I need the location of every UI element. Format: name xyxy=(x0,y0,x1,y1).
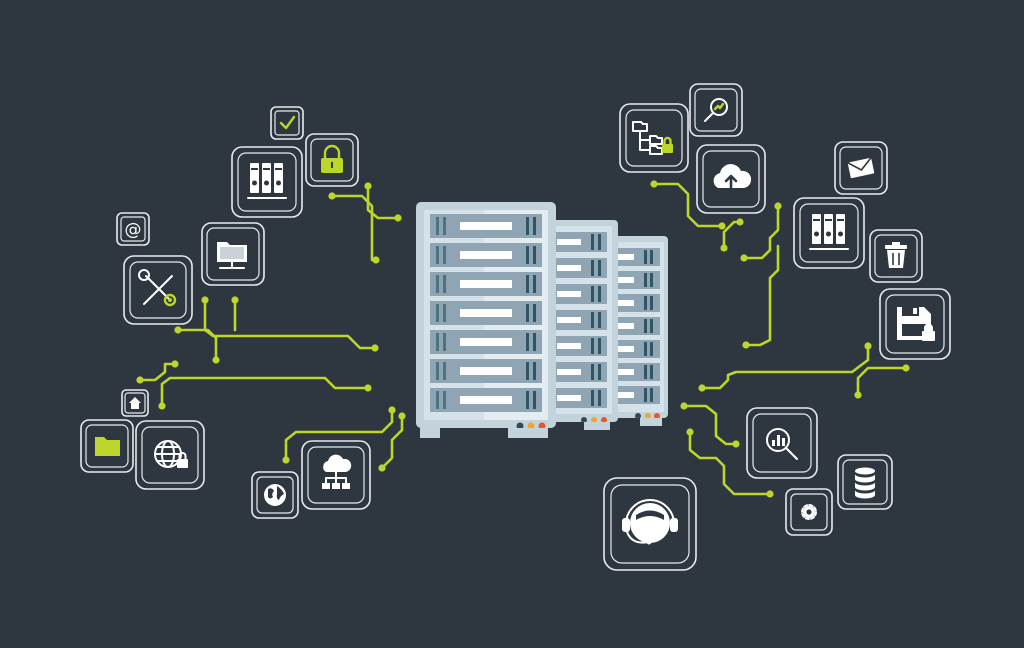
database-icon-tile xyxy=(837,454,893,510)
analytics-search-icon-tile xyxy=(746,407,818,479)
cloud-upload-icon xyxy=(713,164,752,189)
trash-icon-tile xyxy=(869,229,923,283)
support-headset-icon-tile xyxy=(603,477,697,571)
at-sign-icon: @ xyxy=(125,220,142,240)
secure-globe-icon xyxy=(154,440,188,468)
gear-icon-tile xyxy=(785,488,833,536)
server-rack-front xyxy=(416,202,556,438)
search-icon-tile xyxy=(689,83,743,137)
gear-icon xyxy=(801,504,817,520)
server-rack-icon xyxy=(247,163,287,199)
server-rack-middle xyxy=(540,220,618,430)
server-rack-icon-tile-left xyxy=(231,146,303,218)
server-rack-icon xyxy=(809,214,849,250)
at-sign-icon-tile: @ xyxy=(116,212,150,246)
locked-file-tree-icon-tile xyxy=(619,103,689,173)
trash-icon xyxy=(885,242,907,268)
envelope-icon-tile xyxy=(834,141,888,195)
circuit-wires xyxy=(138,182,908,496)
tools-icon xyxy=(138,269,177,307)
globe-icon xyxy=(264,484,286,506)
locked-floppy-disk-icon-tile xyxy=(879,288,951,360)
home-icon xyxy=(129,397,141,409)
globe-icon-tile xyxy=(251,471,299,519)
folder-icon-tile xyxy=(80,419,134,473)
server-rack-icon-tile-right xyxy=(793,197,865,269)
secure-globe-icon-tile xyxy=(135,420,205,490)
padlock-icon xyxy=(321,144,343,173)
circuit-nodes xyxy=(136,180,910,498)
database-icon xyxy=(855,467,875,499)
network-folder-icon-tile xyxy=(201,222,265,286)
cloud-network-icon-tile xyxy=(301,440,371,510)
envelope-icon xyxy=(847,157,875,179)
padlock-icon-tile xyxy=(305,133,359,187)
support-headset-icon xyxy=(622,499,678,545)
checkmark-icon-tile xyxy=(270,106,304,140)
home-icon-tile xyxy=(121,389,149,417)
locked-floppy-disk-icon xyxy=(897,307,935,341)
network-folder-icon xyxy=(217,242,247,269)
cloud-upload-icon-tile xyxy=(696,144,766,214)
locked-file-tree-icon xyxy=(632,121,673,155)
cloud-network-icon xyxy=(322,454,352,489)
tools-icon-tile xyxy=(123,255,193,325)
folder-icon xyxy=(95,437,120,456)
search-icon xyxy=(704,98,728,122)
analytics-search-icon xyxy=(766,428,798,460)
checkmark-icon xyxy=(279,115,296,130)
